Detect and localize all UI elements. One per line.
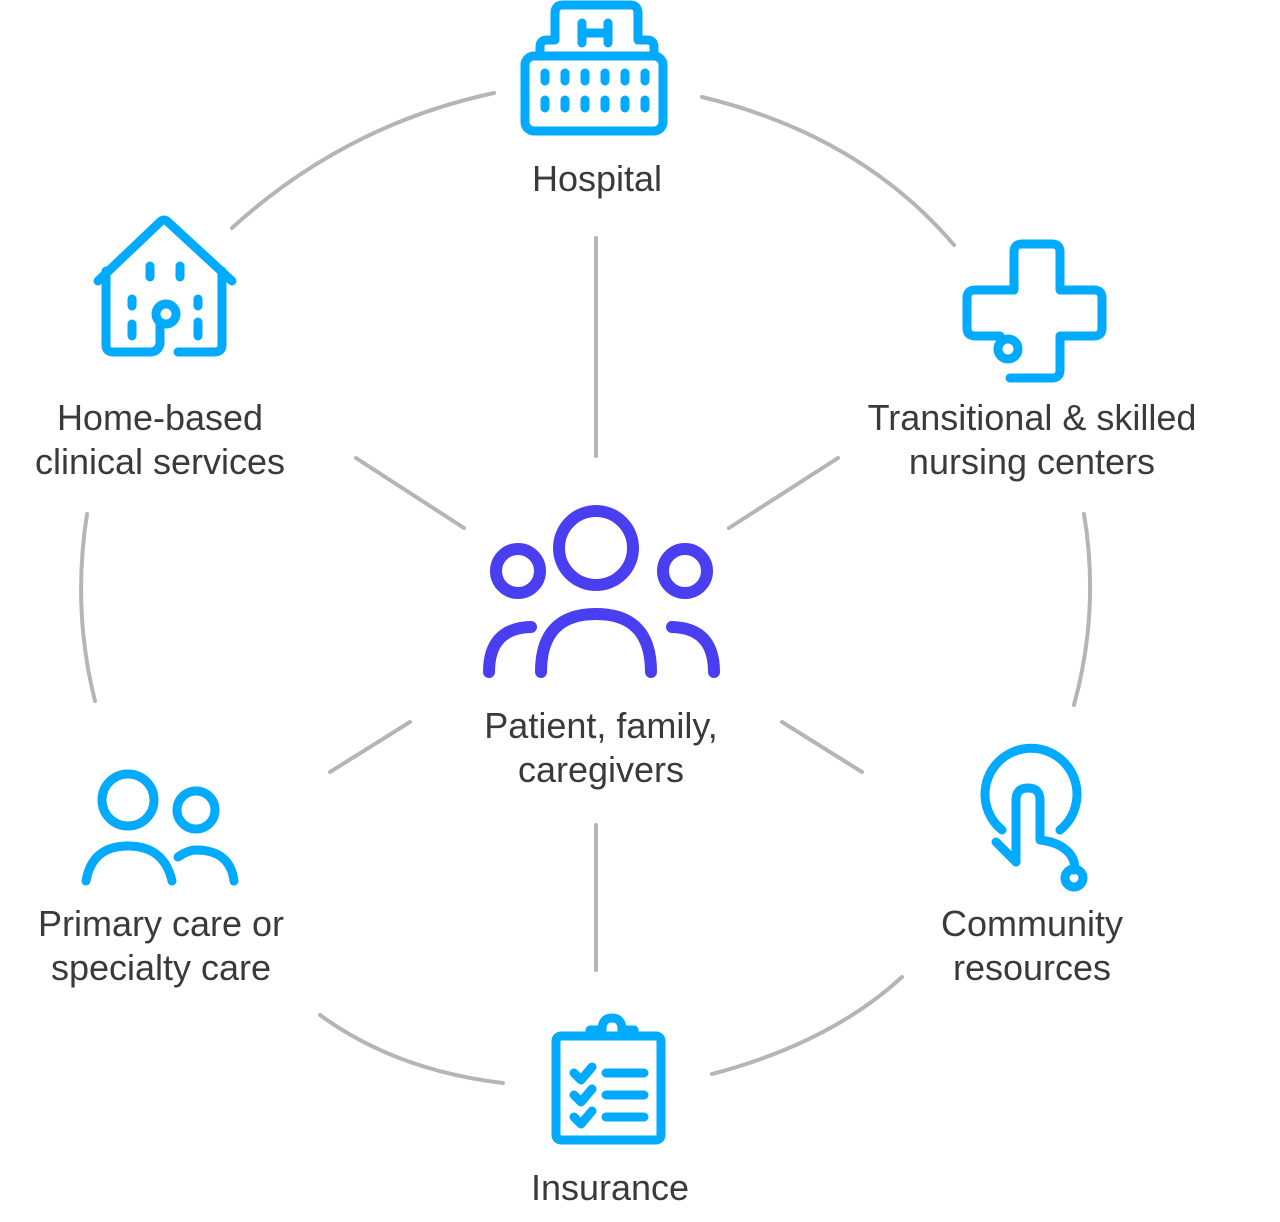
clipboard-checklist-icon (551, 1013, 666, 1145)
outer-ring (79, 91, 1093, 1085)
ring-arc-insurance-primary (318, 1013, 505, 1085)
home-based-label: Home-based clinical services (2, 396, 318, 484)
two-people-icon (81, 769, 239, 886)
hospital-label-line-1: Hospital (531, 158, 663, 199)
center-label: Patient, family, caregivers (446, 704, 756, 792)
center-label-line-2: caregivers (517, 749, 685, 790)
spoke-home-based (354, 456, 466, 530)
ring-arc-community-insurance (710, 975, 904, 1076)
spokes (328, 236, 864, 972)
touch-pointer-icon (980, 743, 1088, 892)
ring-arc-hospital-transitional (700, 95, 956, 247)
insurance-label-line-1: Insurance (530, 1167, 690, 1208)
insurance-label: Insurance (490, 1166, 730, 1210)
primary-care-label-line-2: specialty care (50, 947, 272, 988)
primary-care-label-line-1: Primary care or (37, 903, 285, 944)
transitional-label: Transitional & skilled nursing centers (832, 396, 1232, 484)
spoke-community (780, 720, 864, 774)
medical-cross-icon (962, 239, 1107, 383)
ring-arc-primary-home (79, 512, 97, 703)
transitional-label-line-1: Transitional & skilled (867, 397, 1197, 438)
spoke-primary-care (328, 720, 412, 774)
ring-arc-transitional-community (1072, 512, 1093, 707)
hospital-building-icon (520, 0, 668, 136)
community-label: Community resources (902, 902, 1162, 990)
community-label-line-2: resources (952, 947, 1112, 988)
primary-care-label: Primary care or specialty care (2, 902, 320, 990)
home-based-label-line-1: Home-based (56, 397, 264, 438)
people-group-icon (483, 505, 720, 678)
spoke-transitional (727, 456, 840, 530)
community-label-line-1: Community (940, 903, 1124, 944)
center-label-line-1: Patient, family, (484, 705, 718, 746)
ring-arc-home-hospital (230, 91, 496, 230)
house-stethoscope-icon (93, 215, 237, 357)
transitional-label-line-2: nursing centers (908, 441, 1156, 482)
hospital-label: Hospital (496, 157, 698, 201)
home-based-label-line-2: clinical services (34, 441, 286, 482)
